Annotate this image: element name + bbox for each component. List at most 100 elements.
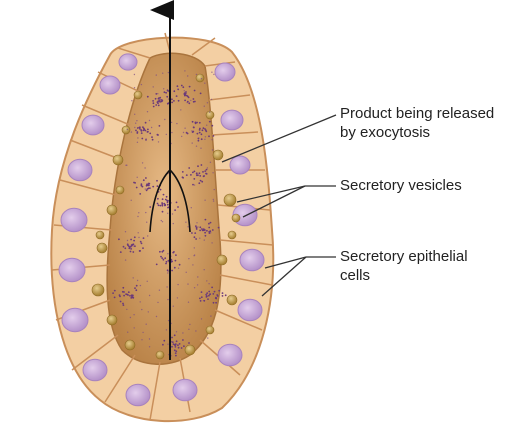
product-dot xyxy=(183,345,185,348)
product-dot xyxy=(205,168,208,171)
product-dot xyxy=(167,71,170,74)
product-dot xyxy=(144,129,147,132)
product-dot xyxy=(198,131,201,134)
product-dot xyxy=(141,339,143,341)
product-dot xyxy=(204,136,207,138)
cell-divider xyxy=(219,239,274,246)
product-dot xyxy=(167,90,170,92)
product-dot xyxy=(199,237,201,239)
leader-cells-b xyxy=(261,256,307,297)
product-dot xyxy=(157,197,159,200)
product-dot xyxy=(208,290,211,293)
product-dot xyxy=(162,193,165,196)
leader-vesicles-b xyxy=(242,185,306,218)
product-dot xyxy=(185,174,188,177)
product-dot xyxy=(165,260,168,263)
product-dot xyxy=(134,245,136,248)
product-dot xyxy=(191,232,193,234)
product-dot xyxy=(167,199,169,202)
product-dot xyxy=(180,84,183,87)
product-dot xyxy=(180,109,182,111)
product-dot xyxy=(182,339,184,341)
product-dot xyxy=(139,284,142,287)
product-dot xyxy=(187,301,190,303)
vesicle xyxy=(124,339,136,351)
product-dot xyxy=(172,251,175,254)
product-dot xyxy=(133,314,135,316)
product-dot xyxy=(157,93,159,95)
product-dot xyxy=(162,249,165,252)
nucleus xyxy=(214,62,236,82)
product-dot xyxy=(210,232,212,234)
product-dot xyxy=(184,127,186,129)
product-dot xyxy=(177,344,179,347)
product-dot xyxy=(171,98,173,101)
product-dot xyxy=(136,279,139,282)
product-dot xyxy=(174,209,177,212)
product-dot xyxy=(198,129,201,131)
product-dot xyxy=(148,184,150,187)
product-dot xyxy=(165,195,168,198)
product-dot xyxy=(171,345,173,348)
product-dot xyxy=(205,296,208,298)
label-secretory-cells-line1: Secretory epithelial xyxy=(340,248,468,265)
product-dot xyxy=(113,296,116,299)
product-dot xyxy=(138,236,140,239)
product-dot xyxy=(141,308,143,311)
product-dot xyxy=(137,215,139,218)
product-dot xyxy=(174,346,177,348)
product-dot xyxy=(212,198,214,201)
product-dot xyxy=(211,242,213,244)
product-dot xyxy=(180,347,183,349)
product-dot xyxy=(156,101,159,104)
product-dot xyxy=(163,88,165,90)
product-dot xyxy=(130,238,133,241)
product-dot xyxy=(218,289,221,292)
product-dot xyxy=(167,253,169,255)
product-dot xyxy=(165,262,167,265)
vesicle xyxy=(184,344,196,356)
product-dot xyxy=(131,100,133,102)
product-dot xyxy=(142,237,145,240)
vesicle xyxy=(231,213,241,223)
product-dot xyxy=(212,293,215,295)
product-dot xyxy=(188,328,190,330)
product-dot xyxy=(157,97,160,100)
product-dot xyxy=(119,251,122,254)
product-dot xyxy=(199,175,202,177)
product-dot xyxy=(177,283,179,286)
product-dot xyxy=(122,245,125,248)
product-dot xyxy=(191,130,193,132)
product-dot xyxy=(178,263,181,266)
nucleus xyxy=(61,307,89,333)
product-dot xyxy=(202,228,205,231)
product-dot xyxy=(187,226,189,228)
product-dot xyxy=(199,179,202,182)
product-dot xyxy=(215,296,217,299)
product-dot xyxy=(159,250,161,253)
product-dot xyxy=(204,170,207,173)
product-dot xyxy=(208,222,210,225)
product-dot xyxy=(212,172,214,174)
product-dot xyxy=(211,139,213,141)
product-dot xyxy=(200,164,203,166)
nucleus xyxy=(67,158,93,182)
product-dot xyxy=(195,330,197,332)
product-dot xyxy=(156,202,159,205)
product-dot xyxy=(122,302,124,305)
cell-nuclei xyxy=(58,53,265,407)
product-dot xyxy=(135,289,138,292)
product-dot xyxy=(195,172,198,175)
product-dot xyxy=(193,184,196,186)
product-dot xyxy=(170,121,173,124)
product-dot xyxy=(204,234,207,237)
cell-divider xyxy=(149,361,161,421)
product-dot xyxy=(151,138,154,141)
product-dot xyxy=(161,221,164,223)
product-dot xyxy=(188,342,190,344)
product-dot xyxy=(149,187,151,190)
product-dot xyxy=(199,300,202,302)
product-dot xyxy=(140,242,143,245)
vesicle xyxy=(212,149,224,161)
vesicle xyxy=(216,254,228,266)
